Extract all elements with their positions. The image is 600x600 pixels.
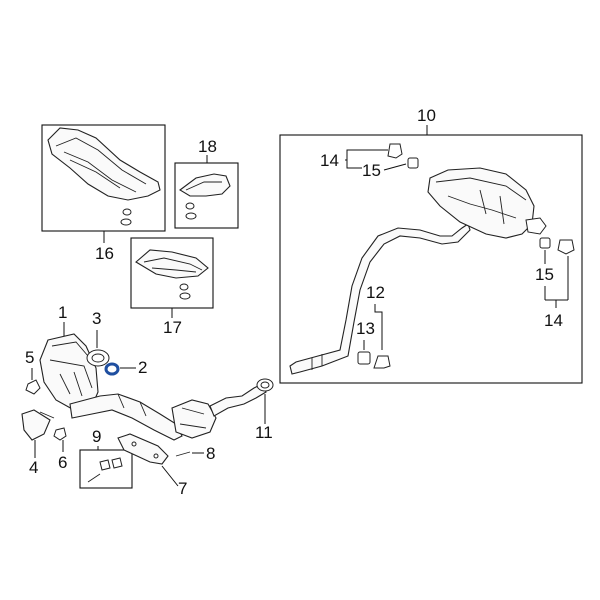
- nut-5[interactable]: [25, 379, 41, 395]
- shield-bracket-part[interactable]: [179, 173, 231, 197]
- resonator-pipe-part[interactable]: [289, 223, 471, 375]
- front-pipe-part[interactable]: [69, 393, 183, 441]
- catalytic-converter-group: 11 2 3 1 5 4 6: [21, 303, 274, 477]
- muffler-part[interactable]: [427, 167, 535, 239]
- callout-14b: 14: [544, 311, 563, 330]
- callout-18: 18: [198, 137, 217, 156]
- hanger-bracket-12[interactable]: [373, 355, 391, 369]
- gasket-2[interactable]: [104, 362, 120, 376]
- v-band-clamp-3[interactable]: [86, 349, 110, 367]
- heat-shield-group-17: 17: [130, 237, 214, 337]
- callout-6: 6: [58, 453, 67, 472]
- callout-11: 11: [255, 423, 273, 442]
- callout-13: 13: [356, 319, 375, 338]
- callout-5: 5: [25, 348, 34, 367]
- callout-12: 12: [366, 283, 385, 302]
- callout-8: 8: [206, 444, 215, 463]
- nut-icon[interactable]: [122, 208, 132, 216]
- hanger-bracket-14[interactable]: [557, 239, 575, 255]
- muffler-outlet-part[interactable]: [525, 217, 547, 235]
- callout-15b: 15: [535, 265, 554, 284]
- callout-10: 10: [417, 106, 436, 125]
- callout-14a: 14: [320, 151, 339, 170]
- bolt-icon[interactable]: [87, 473, 101, 483]
- nut-icon[interactable]: [185, 202, 195, 210]
- heat-shield-part[interactable]: [47, 127, 161, 201]
- washer-icon[interactable]: [120, 218, 132, 226]
- callout-9: 9: [92, 427, 101, 446]
- box-9: [79, 449, 133, 489]
- clip-icon[interactable]: [111, 457, 123, 469]
- callout-15a: 15: [362, 161, 381, 180]
- intermediate-pipe-part[interactable]: [209, 383, 267, 417]
- rubber-hanger-15[interactable]: [407, 157, 419, 169]
- callout-3: 3: [92, 309, 101, 328]
- hanger-bracket-14[interactable]: [387, 143, 403, 159]
- callout-7: 7: [178, 479, 187, 498]
- bolt-8[interactable]: [175, 451, 191, 457]
- callout-17: 17: [163, 318, 182, 337]
- callout-16: 16: [95, 244, 114, 263]
- callout-4: 4: [29, 458, 38, 477]
- heat-shield-group-18: 18: [174, 137, 239, 229]
- hanger-bracket-group-7: 7 8: [117, 433, 215, 498]
- fastener-group-9: 9: [79, 427, 133, 489]
- washer-icon[interactable]: [185, 212, 197, 220]
- rubber-hanger-13[interactable]: [357, 351, 371, 365]
- bracket-7[interactable]: [117, 433, 169, 465]
- box-10: [279, 134, 583, 384]
- muffler-group-10: 10 14 15 15 14 12 13: [279, 106, 583, 384]
- bracket-4[interactable]: [21, 409, 51, 441]
- underbody-shield-part[interactable]: [135, 249, 209, 279]
- washer-icon[interactable]: [179, 292, 191, 300]
- nut-icon[interactable]: [179, 283, 189, 291]
- nut-icon[interactable]: [99, 459, 111, 471]
- bolt-6[interactable]: [53, 427, 67, 441]
- callout-2: 2: [138, 358, 147, 377]
- center-converter-part[interactable]: [171, 399, 217, 439]
- heat-shield-group-16: 16: [41, 124, 166, 263]
- rubber-hanger-15[interactable]: [539, 237, 551, 249]
- callout-1: 1: [58, 303, 67, 322]
